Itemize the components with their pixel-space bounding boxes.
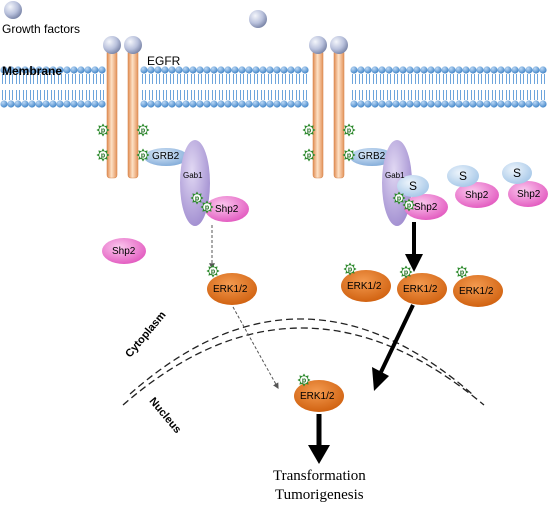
phospho-p-label: p <box>141 128 145 135</box>
phospho-p-label: p <box>141 153 145 160</box>
gab1-label-right: Gab1 <box>385 171 405 180</box>
s-modification-1 <box>397 175 429 197</box>
bold-arrow-to-erk <box>405 222 423 272</box>
phospho-p-label: p <box>397 196 401 203</box>
phospho-p-label: p <box>347 153 351 160</box>
phospho-p-label: p <box>195 196 199 203</box>
erk-right-2 <box>397 273 447 305</box>
phospho-p-label: p <box>407 203 411 210</box>
grb2-label-right: GRB2 <box>358 151 386 162</box>
dashed-arrow-to-nucleus <box>232 306 279 390</box>
phospho-badge: p <box>392 191 406 205</box>
bound-growth-factor <box>124 36 142 54</box>
phospho-p-label: p <box>302 378 306 385</box>
erk-right-3 <box>453 275 503 307</box>
gab1-scaffold-left <box>180 140 210 226</box>
growth-factors-label: Growth factors <box>2 22 81 36</box>
outcome-transformation: Transformation <box>273 468 366 484</box>
phospho-p-label: p <box>460 270 464 277</box>
phospho-p-label: p <box>205 205 209 212</box>
s-label-3: S <box>513 166 522 180</box>
shp2-label-free: Shp2 <box>112 246 136 257</box>
egfr-label: EGFR <box>147 54 181 68</box>
s-label-2: S <box>459 169 468 183</box>
bold-arrow-to-outcome <box>308 414 330 464</box>
shp2-label-oxidized-2: Shp2 <box>517 189 541 200</box>
shp2-label-bound-left: Shp2 <box>215 204 239 215</box>
phospho-p-label: p <box>307 153 311 160</box>
shp2-label-oxidized-1: Shp2 <box>465 190 489 201</box>
phospho-badge: p <box>342 123 356 137</box>
phospho-p-label: p <box>211 269 215 276</box>
growth-factor-ligands <box>4 1 267 28</box>
phospho-badge: p <box>206 264 220 278</box>
phospho-p-label: p <box>101 128 105 135</box>
phospho-p-label: p <box>307 128 311 135</box>
phospho-badge: p <box>342 148 356 162</box>
bold-arrow-to-nucleus <box>372 304 415 391</box>
free-growth-factor <box>249 10 267 28</box>
grb2-adaptor-left <box>144 148 188 166</box>
erk-label-nuclear: ERK1/2 <box>300 391 335 402</box>
phospho-p-label: p <box>101 153 105 160</box>
cell-membrane <box>0 66 547 108</box>
shp2-oxidized-1 <box>455 182 499 208</box>
phospho-badge: p <box>96 148 110 162</box>
phospho-badge: p <box>399 265 413 279</box>
phospho-badge: p <box>200 200 214 214</box>
bound-growth-factor <box>309 36 327 54</box>
nuclear-envelope <box>122 318 485 406</box>
erk-right-1 <box>341 270 391 302</box>
membrane-label: Membrane <box>2 64 63 78</box>
shp2-bound-left <box>205 196 249 222</box>
phospho-badge: p <box>302 148 316 162</box>
shp2-free <box>102 238 146 264</box>
shp2-label-bound-right: Shp2 <box>414 202 438 213</box>
grb2-adaptor-right <box>350 148 394 166</box>
gab1-label-left: Gab1 <box>183 171 203 180</box>
bound-growth-factor <box>103 36 121 54</box>
s-modification-2 <box>447 165 479 187</box>
outcome-tumorigenesis: Tumorigenesis <box>275 487 364 503</box>
phospho-p-label: p <box>404 270 408 277</box>
phospho-badge: p <box>297 373 311 387</box>
phospho-badge: p <box>343 262 357 276</box>
phospho-badge: p <box>190 191 204 205</box>
shp2-oxidized-2 <box>508 181 548 207</box>
free-growth-factor <box>4 1 22 19</box>
bound-growth-factor <box>330 36 348 54</box>
grb2-label-left: GRB2 <box>152 151 180 162</box>
erk-nuclear <box>294 380 344 412</box>
egfr-receptor-left <box>103 36 142 179</box>
phospho-p-label: p <box>348 267 352 274</box>
phospho-badge: p <box>455 265 469 279</box>
phospho-p-label: p <box>347 128 351 135</box>
phospho-badge: p <box>136 148 150 162</box>
erk-label-right-3: ERK1/2 <box>459 286 494 297</box>
erk-label-right-1: ERK1/2 <box>347 281 382 292</box>
erk-label-left: ERK1/2 <box>213 284 248 295</box>
shp2-bound-right <box>404 194 448 220</box>
phospho-badge: p <box>96 123 110 137</box>
phospho-badge: p <box>302 123 316 137</box>
s-modification-3 <box>502 162 532 184</box>
phospho-badge: p <box>402 198 416 212</box>
s-label-1: S <box>409 179 418 193</box>
egfr-receptor-right <box>309 36 348 179</box>
erk-left <box>207 273 257 305</box>
phospho-badge: p <box>136 123 150 137</box>
erk-label-right-2: ERK1/2 <box>403 284 438 295</box>
